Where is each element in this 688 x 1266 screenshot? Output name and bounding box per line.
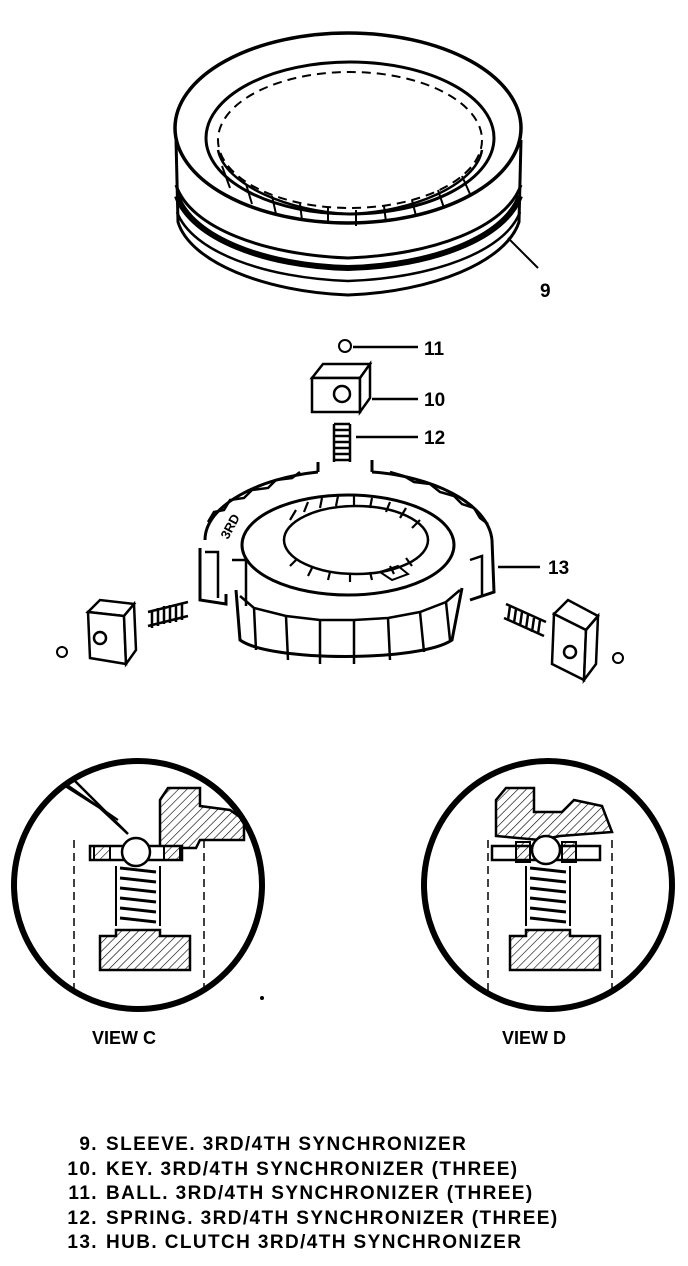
legend-number: 13. xyxy=(67,1232,98,1254)
ball-part xyxy=(338,339,418,353)
key-part xyxy=(309,360,418,416)
legend-item: 12. SPRING. 3RD/4TH SYNCHRONIZER (THREE) xyxy=(44,1207,684,1232)
view-d-label: VIEW D xyxy=(502,1028,566,1048)
legend-number: 11. xyxy=(68,1183,98,1205)
callout-9: 9 xyxy=(540,281,551,302)
print-speck xyxy=(260,996,264,1000)
parts-legend: 9. SLEEVE. 3RD/4TH SYNCHRONIZER 10. KEY.… xyxy=(44,1133,684,1256)
legend-item: 11. BALL. 3RD/4TH SYNCHRONIZER (THREE) xyxy=(44,1182,684,1207)
view-c-detail xyxy=(11,758,265,1012)
legend-text: BALL. 3RD/4TH SYNCHRONIZER (THREE) xyxy=(106,1183,534,1205)
legend-item: 10. KEY. 3RD/4TH SYNCHRONIZER (THREE) xyxy=(44,1158,684,1183)
callout-11: 11 xyxy=(424,339,445,360)
legend-item: 13. HUB. CLUTCH 3RD/4TH SYNCHRONIZER xyxy=(44,1231,684,1256)
view-c-label: VIEW C xyxy=(92,1028,156,1048)
callout-13: 13 xyxy=(548,558,569,579)
view-d-detail xyxy=(421,758,675,1012)
callout-12: 12 xyxy=(424,428,445,449)
legend-number: 9. xyxy=(79,1134,98,1155)
legend-number: 12. xyxy=(67,1207,98,1229)
left-key-assembly xyxy=(56,598,189,668)
hub-marking: 3RD xyxy=(217,511,242,541)
right-key-assembly xyxy=(503,598,624,684)
hub-part xyxy=(198,460,540,664)
spring-part xyxy=(332,422,418,462)
legend-text: SLEEVE. 3RD/4TH SYNCHRONIZER xyxy=(106,1134,468,1155)
legend-number: 10. xyxy=(67,1158,98,1180)
ball-11 xyxy=(338,339,352,353)
callout-10: 10 xyxy=(424,390,445,411)
legend-text: KEY. 3RD/4TH SYNCHRONIZER (THREE) xyxy=(106,1158,519,1180)
legend-item: 9. SLEEVE. 3RD/4TH SYNCHRONIZER xyxy=(44,1133,684,1158)
legend-text: HUB. CLUTCH 3RD/4TH SYNCHRONIZER xyxy=(106,1232,523,1254)
legend-text: SPRING. 3RD/4TH SYNCHRONIZER (THREE) xyxy=(106,1207,559,1229)
sleeve-part xyxy=(173,31,539,297)
